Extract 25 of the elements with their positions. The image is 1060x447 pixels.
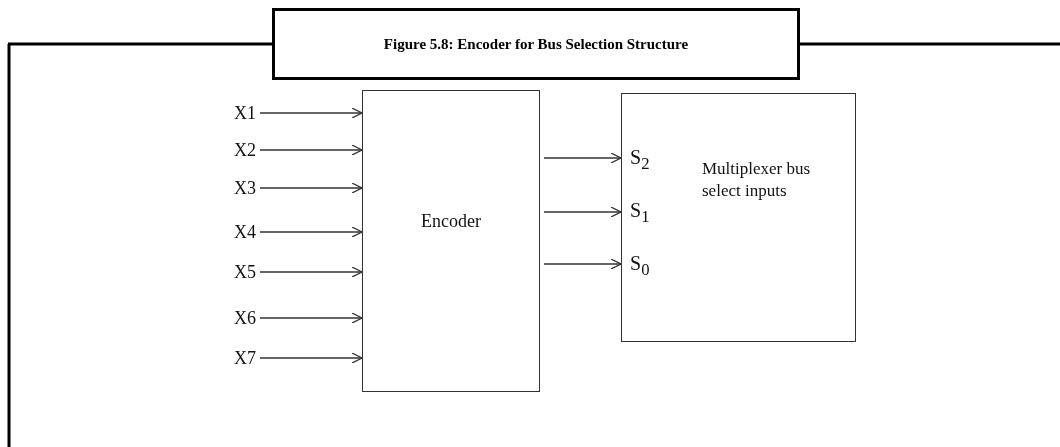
signal-label: X5 — [212, 260, 256, 284]
arrow — [259, 312, 363, 324]
pin-label: S$_{0}$ — [630, 252, 650, 280]
block-label: Encoder — [420, 211, 482, 232]
signal-label: X7 — [212, 346, 256, 370]
signal-label: X3 — [212, 176, 256, 200]
arrow — [543, 258, 622, 270]
signal-label: X1 — [212, 101, 256, 125]
multiplexer-box — [621, 93, 856, 342]
encoder-box — [362, 90, 540, 392]
arrow — [259, 182, 363, 194]
arrow — [543, 152, 622, 164]
figure-title: Figure 5.8: Encoder for Bus Selection Structure — [272, 8, 800, 80]
signal-label: X2 — [212, 138, 256, 162]
block-label: Multiplexer bus select inputs — [702, 158, 812, 202]
signal-label: X6 — [212, 306, 256, 330]
arrow — [543, 206, 622, 218]
arrow — [259, 144, 363, 156]
arrow — [259, 226, 363, 238]
arrow — [259, 352, 363, 364]
pin-label: S$_{2}$ — [630, 146, 650, 174]
pin-label: S$_{1}$ — [630, 199, 650, 227]
arrow — [259, 107, 363, 119]
arrow — [259, 266, 363, 278]
signal-label: X4 — [212, 220, 256, 244]
